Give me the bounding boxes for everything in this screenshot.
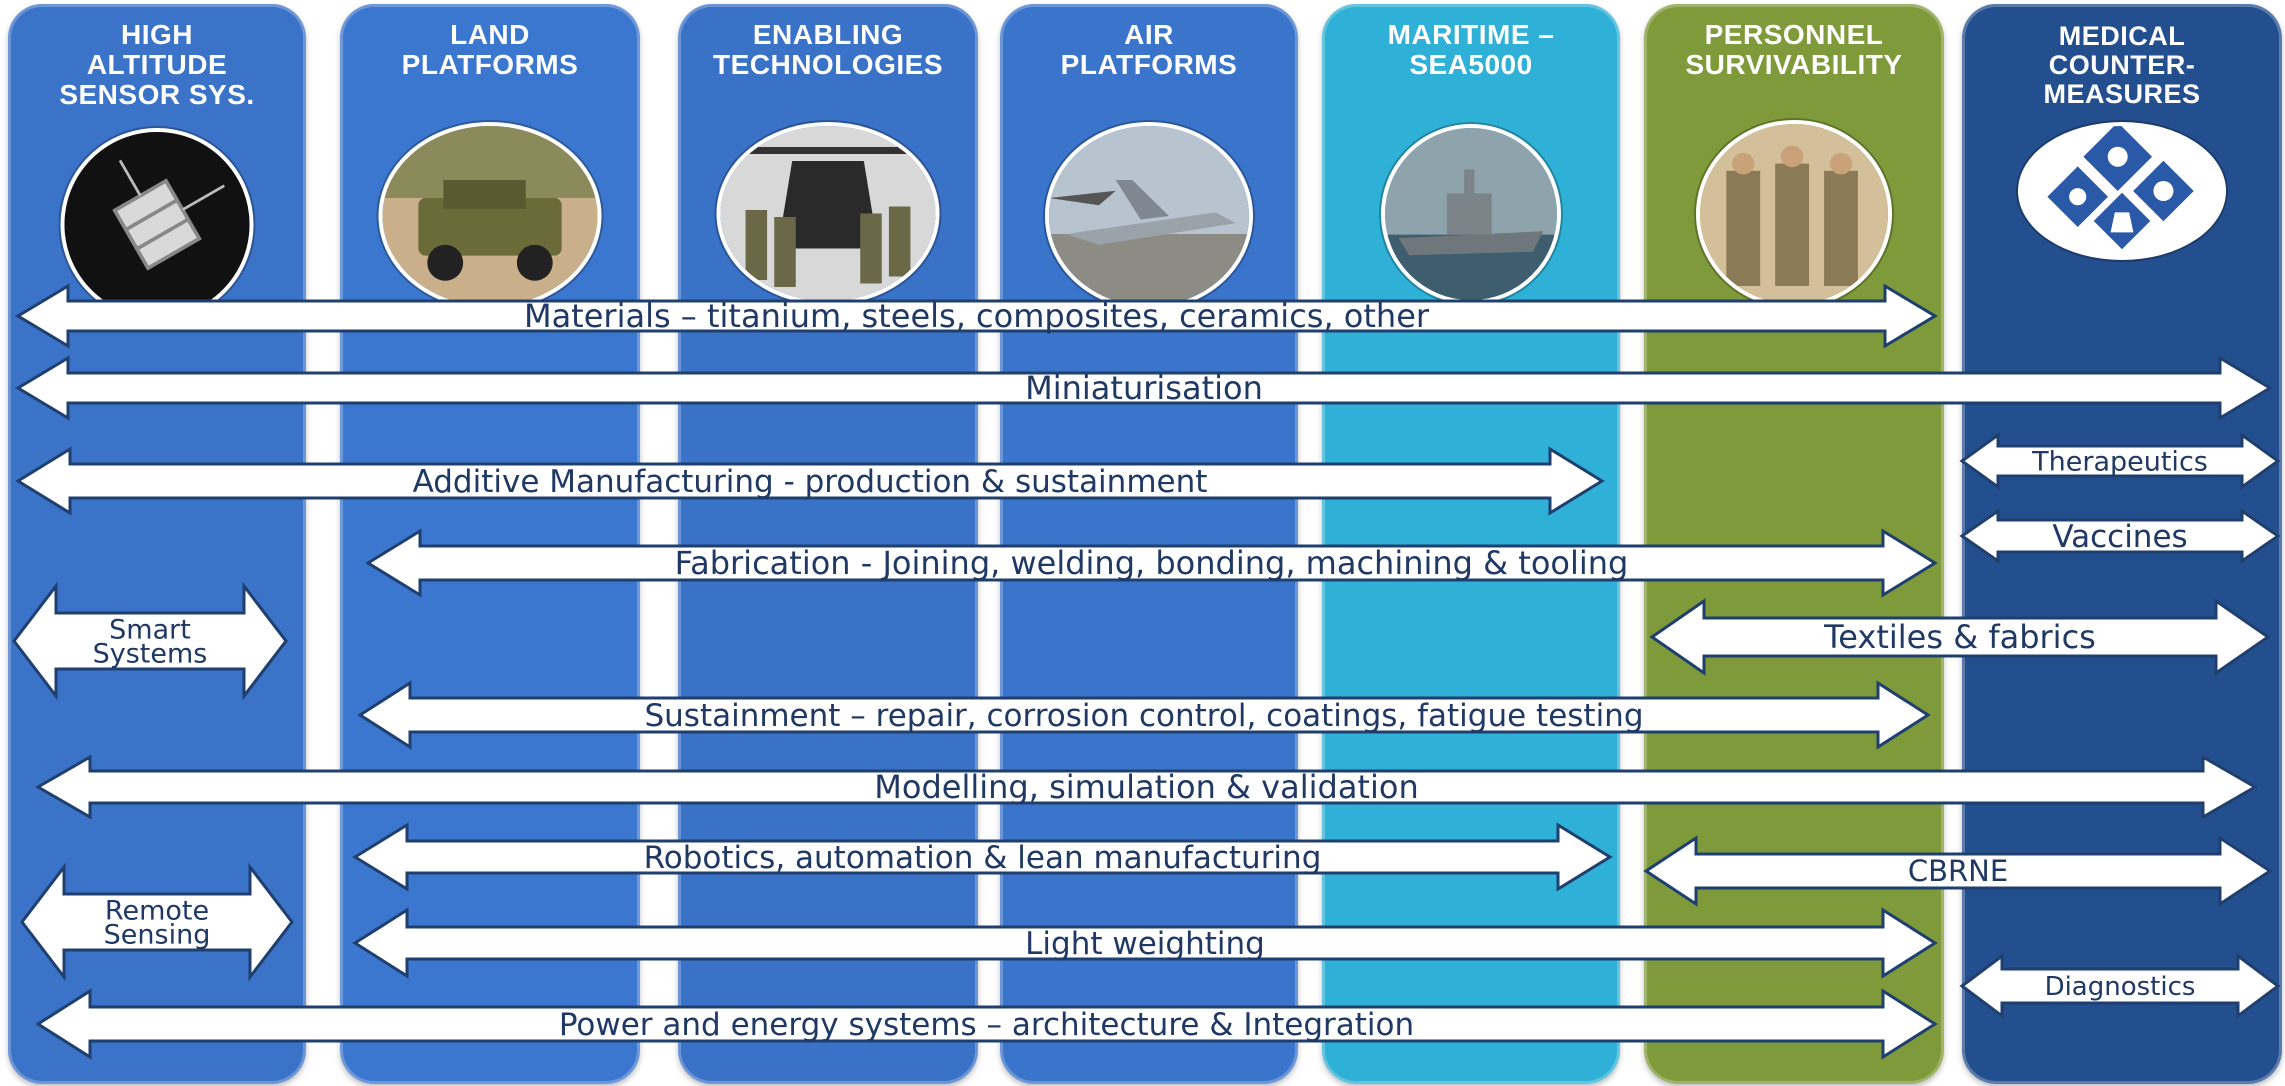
arrow-label: CBRNE <box>1908 854 2008 888</box>
double-arrow-shape <box>1649 598 2271 676</box>
double-arrow-shape <box>20 862 294 982</box>
double-arrow-shape <box>1643 835 2273 907</box>
arrow-label: Miniaturisation <box>1025 369 1263 407</box>
column-maritime: MARITIME – SEA5000 <box>1322 4 1620 1084</box>
double-arrow: Therapeutics <box>1959 432 2281 490</box>
column-title: AIR PLATFORMS <box>1060 19 1238 80</box>
double-arrow-shape <box>34 754 2259 820</box>
double-arrow-shape <box>1959 508 2281 564</box>
column-title: HIGH ALTITUDE SENSOR SYS. <box>59 19 255 110</box>
double-arrow-shape <box>15 283 1938 349</box>
double-arrow: Diagnostics <box>1959 953 2281 1019</box>
column-land-platforms: LAND PLATFORMS <box>340 4 640 1084</box>
arrow-label: Light weighting <box>1025 926 1265 962</box>
double-arrow: Miniaturisation <box>15 355 2273 421</box>
column-title: LAND PLATFORMS <box>401 19 579 80</box>
arrow-label: Therapeutics <box>2031 446 2208 477</box>
double-arrow: Light weighting <box>352 907 1938 979</box>
double-arrow-shape <box>365 528 1938 598</box>
soldiers-walking-image <box>1696 120 1892 308</box>
column-title: MARITIME – SEA5000 <box>1387 19 1555 80</box>
arrow-label: Vaccines <box>2052 519 2187 555</box>
soldiers-helicopter-image <box>716 122 940 305</box>
column-title: ENABLING TECHNOLOGIES <box>712 19 943 80</box>
arrow-label: Diagnostics <box>2045 972 2196 1002</box>
double-arrow-shape <box>15 355 2273 421</box>
double-arrow: Robotics, automation & lean manufacturin… <box>352 822 1613 892</box>
double-arrow: Power and energy systems – architecture … <box>35 988 1938 1060</box>
double-arrow-shape <box>352 822 1613 892</box>
satellite-image <box>60 128 254 321</box>
arrow-label: Robotics, automation & lean manufacturin… <box>644 840 1322 876</box>
double-arrow: Modelling, simulation & validation <box>34 754 2259 820</box>
arrow-label: Additive Manufacturing - production & su… <box>413 464 1208 500</box>
double-arrow-shape <box>1959 953 2281 1019</box>
arrow-label: Sustainment – repair, corrosion control,… <box>644 698 1643 734</box>
arrow-label: Materials – titanium, steels, composites… <box>524 297 1430 335</box>
double-arrow-shape <box>15 446 1605 516</box>
double-arrow-shape <box>12 581 288 701</box>
column-title: PERSONNEL SURVIVABILITY <box>1685 19 1903 80</box>
hazard-symbols-image <box>2018 122 2226 260</box>
arrow-label: Fabrication - Joining, welding, bonding,… <box>675 544 1629 582</box>
column-enabling-technologies: ENABLING TECHNOLOGIES <box>678 4 978 1084</box>
double-arrow: Additive Manufacturing - production & su… <box>15 446 1605 516</box>
double-arrow: Textiles & fabrics <box>1649 598 2271 676</box>
column-title: MEDICAL COUNTER- MEASURES <box>2043 21 2201 109</box>
column-air-platforms: AIR PLATFORMS <box>1000 4 1298 1084</box>
double-arrow: Sustainment – repair, corrosion control,… <box>357 680 1931 750</box>
double-arrow: Fabrication - Joining, welding, bonding,… <box>365 528 1938 598</box>
double-arrow-shape <box>357 680 1931 750</box>
arrow-label: Power and energy systems – architecture … <box>559 1007 1414 1043</box>
arrow-label: Textiles & fabrics <box>1823 618 2096 656</box>
double-arrow-shape <box>35 988 1938 1060</box>
double-arrow: Vaccines <box>1959 508 2281 564</box>
arrow-label: Modelling, simulation & validation <box>874 768 1418 806</box>
double-arrow: CBRNE <box>1643 835 2273 907</box>
double-arrow: Materials – titanium, steels, composites… <box>15 283 1938 349</box>
double-arrow-shape <box>352 907 1938 979</box>
double-arrow-shape <box>1959 432 2281 490</box>
